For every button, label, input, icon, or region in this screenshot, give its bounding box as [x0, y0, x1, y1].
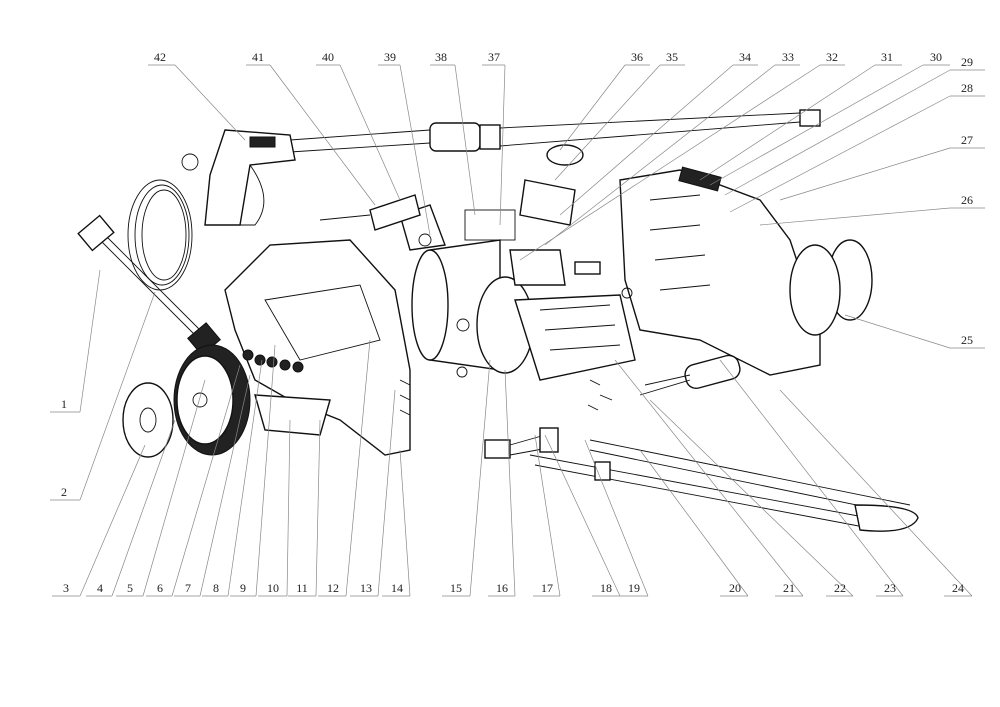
callout-label-16: 16 [496, 581, 508, 595]
callout-label-5: 5 [127, 581, 133, 595]
callout-label-26: 26 [961, 193, 973, 207]
callout-label-28: 28 [961, 81, 973, 95]
callout-label-17: 17 [541, 581, 553, 595]
callout-label-31: 31 [881, 50, 893, 64]
callout-label-32: 32 [826, 50, 838, 64]
callout-label-35: 35 [666, 50, 678, 64]
leader-line-8 [227, 359, 263, 597]
callout-label-12: 12 [327, 581, 339, 595]
callout-label-13: 13 [360, 581, 372, 595]
front-housing [224, 239, 411, 456]
callout-label-23: 23 [884, 581, 896, 595]
leader-line-1 [79, 269, 101, 413]
leader-line-24 [779, 389, 973, 597]
leader-line-23 [719, 359, 904, 597]
callout-label-25: 25 [961, 333, 973, 347]
leader-line-19 [584, 439, 649, 597]
leader-line-13 [377, 389, 396, 597]
capacitor [639, 354, 741, 396]
leader-line-22 [649, 399, 854, 597]
leader-line-5 [142, 379, 206, 597]
callout-label-9: 9 [240, 581, 246, 595]
leader-lines [50, 64, 985, 597]
callout-label-36: 36 [631, 50, 643, 64]
callout-label-41: 41 [252, 50, 264, 64]
leader-line-15 [469, 359, 491, 597]
leader-line-10 [286, 419, 291, 597]
callout-label-4: 4 [97, 581, 103, 595]
callout-label-30: 30 [930, 50, 942, 64]
callout-label-10: 10 [267, 581, 279, 595]
leader-line-25 [844, 314, 951, 349]
callout-label-33: 33 [782, 50, 794, 64]
leader-line-35 [554, 64, 661, 181]
callout-label-24: 24 [952, 581, 964, 595]
leader-line-32 [519, 64, 821, 261]
callout-label-1: 1 [61, 397, 67, 411]
leader-line-12 [345, 339, 371, 597]
leader-line-11 [315, 419, 321, 597]
leader-line-38 [454, 64, 476, 216]
leader-line-27 [779, 147, 951, 201]
leader-line-36 [559, 64, 626, 151]
leader-line-6 [171, 364, 241, 597]
leader-line-20 [639, 449, 749, 597]
parts-drawing [77, 109, 919, 532]
leader-line-41 [269, 64, 376, 206]
leader-line-14 [399, 449, 411, 597]
callout-label-14: 14 [391, 581, 403, 595]
callout-label-3: 3 [63, 581, 69, 595]
callout-label-29: 29 [961, 55, 973, 69]
leader-line-39 [399, 64, 431, 236]
rear-housing [574, 166, 841, 376]
wheels [122, 239, 873, 458]
callout-label-8: 8 [213, 581, 219, 595]
callout-label-19: 19 [628, 581, 640, 595]
leader-line-29 [724, 69, 951, 196]
callout-label-18: 18 [600, 581, 612, 595]
leader-line-18 [544, 434, 621, 597]
callout-label-2: 2 [61, 485, 67, 499]
callout-label-27: 27 [961, 133, 973, 147]
spray-lance [289, 109, 821, 153]
callout-label-42: 42 [154, 50, 166, 64]
leader-line-31 [699, 64, 876, 181]
leader-line-21 [614, 359, 804, 597]
handle-frame [484, 427, 919, 532]
leader-line-42 [174, 64, 246, 141]
callout-label-37: 37 [488, 50, 500, 64]
leader-line-33 [544, 64, 776, 246]
spray-gun [181, 129, 296, 226]
callout-label-6: 6 [157, 581, 163, 595]
callout-label-7: 7 [185, 581, 191, 595]
leader-line-2 [79, 291, 156, 501]
callout-label-15: 15 [450, 581, 462, 595]
leader-line-30 [709, 64, 924, 186]
leader-line-9 [255, 344, 276, 597]
leader-line-3 [79, 444, 146, 597]
leader-line-4 [111, 419, 176, 597]
hose-coil [77, 179, 221, 356]
leader-line-17 [534, 434, 561, 597]
leader-line-40 [339, 64, 401, 201]
leader-line-16 [504, 369, 516, 597]
callout-label-38: 38 [435, 50, 447, 64]
callout-label-39: 39 [384, 50, 396, 64]
callout-label-34: 34 [739, 50, 751, 64]
callout-label-22: 22 [834, 581, 846, 595]
leader-line-28 [729, 95, 951, 213]
leader-line-34 [559, 64, 734, 216]
pump [476, 144, 636, 381]
callout-label-11: 11 [296, 581, 308, 595]
leader-line-26 [759, 207, 951, 226]
callout-label-21: 21 [783, 581, 795, 595]
leader-line-7 [199, 374, 251, 597]
leader-line-37 [499, 64, 506, 226]
callout-label-40: 40 [322, 50, 334, 64]
callout-label-20: 20 [729, 581, 741, 595]
